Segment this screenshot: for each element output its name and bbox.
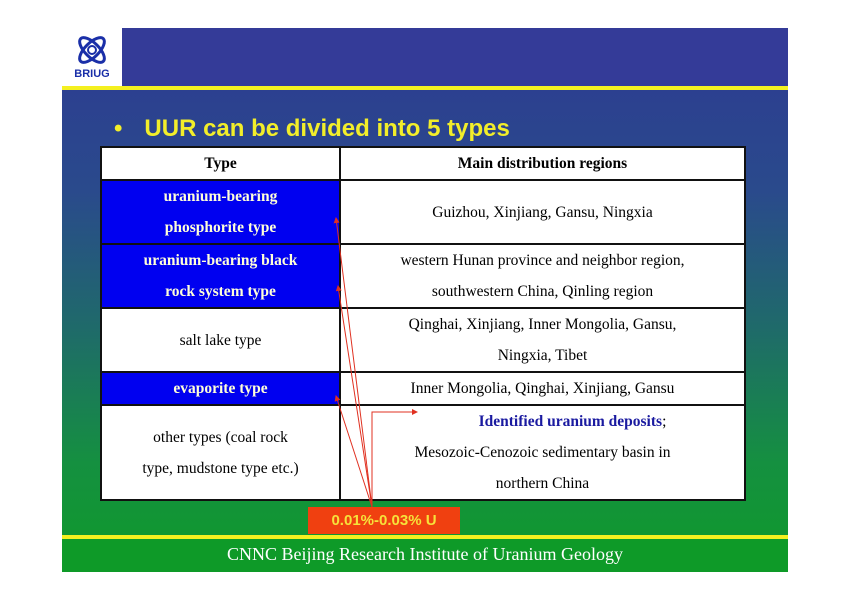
type-cell: uranium-bearing black rock system type [100,243,341,309]
identified-deposits-label: Identified uranium deposits [478,413,663,430]
regions-line: Ningxia, Tibet [497,347,588,364]
type-cell: evaporite type [100,371,341,406]
type-line: other types (coal rock [153,428,288,446]
atom-logo-icon [78,36,106,64]
table-row: uranium-bearing phosphorite type Guizhou,… [100,179,746,245]
table-row: uranium-bearing black rock system type we… [100,243,746,309]
type-line: uranium-bearing [163,188,278,205]
regions-cell: Inner Mongolia, Qinghai, Xinjiang, Gansu [339,371,746,406]
uranium-grade-badge: 0.01%-0.03% U [308,507,460,534]
regions-cell: Guizhou, Xinjiang, Gansu, Ningxia [339,179,746,245]
table-row: salt lake type Qinghai, Xinjiang, Inner … [100,307,746,373]
regions-line: southwestern China, Qinling region [431,283,654,300]
arrow-to-phosphorite [333,217,373,508]
arrow-to-black-rock [335,285,373,508]
bullet: • [114,115,123,142]
arrow-to-identified-deposits [371,409,418,507]
footer: CNNC Beijing Research Institute of Urani… [62,539,788,572]
regions-line: Mesozoic-Cenozoic sedimentary basin in [414,444,671,461]
logo-text: BRIUG [74,68,110,80]
slide: BRIUG • UUR can be divided into 5 types T… [62,28,788,572]
regions-cell: Identified uranium deposits; Mesozoic-Cen… [339,404,746,501]
regions-line: Qinghai, Xinjiang, Inner Mongolia, Gansu… [408,316,677,333]
type-cell: other types (coal rock type, mudstone typ… [100,404,341,501]
table-row: evaporite type Inner Mongolia, Qinghai, … [100,371,746,406]
regions-cell: Qinghai, Xinjiang, Inner Mongolia, Gansu… [339,307,746,373]
footer-divider [62,535,788,539]
header-bar [122,28,788,86]
regions-line: western Hunan province and neighbor regi… [400,252,685,269]
header-regions: Main distribution regions [339,146,746,181]
regions-cell: western Hunan province and neighbor regi… [339,243,746,309]
briug-logo: BRIUG [62,28,122,86]
regions-line: northern China [495,475,590,492]
separator: ; [662,413,667,430]
table-row: other types (coal rock type, mudstone typ… [100,404,746,501]
slide-title: • UUR can be divided into 5 types [114,115,510,143]
type-line: uranium-bearing black [143,252,298,269]
type-cell: salt lake type [100,307,341,373]
type-line: rock system type [165,283,276,300]
arrow-to-evaporite [334,395,373,508]
header-type: Type [100,146,341,181]
type-cell: uranium-bearing phosphorite type [100,179,341,245]
type-line: type, mudstone type etc.) [142,459,299,477]
arrows-overlay [333,217,418,508]
header-divider [62,86,788,90]
title-text: UUR can be divided into 5 types [144,115,510,142]
type-line: phosphorite type [164,219,277,236]
